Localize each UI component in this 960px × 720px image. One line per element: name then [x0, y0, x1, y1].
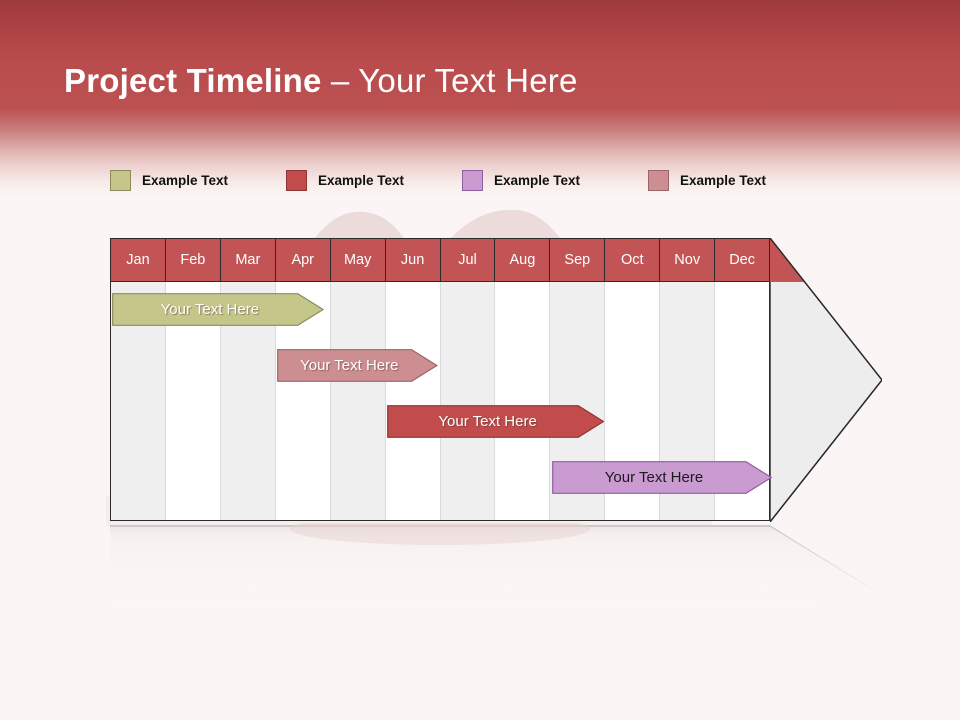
- task-bar-shape-3: [387, 405, 605, 438]
- timeline-arrowhead-icon: [770, 238, 882, 522]
- legend-item-1[interactable]: Example Text: [110, 168, 228, 192]
- grid-column-aug: [495, 282, 551, 520]
- legend-item-2[interactable]: Example Text: [286, 168, 404, 192]
- legend: Example Text Example Text Example Text Exam…: [110, 168, 810, 196]
- month-cell-jan[interactable]: Jan: [111, 239, 166, 281]
- page-title-regular: – Your Text Here: [321, 62, 578, 99]
- task-bar-shape-2: [277, 349, 438, 382]
- month-cell-nov[interactable]: Nov: [660, 239, 716, 281]
- legend-swatch-3: [462, 169, 483, 191]
- month-cell-jun[interactable]: Jun: [385, 239, 441, 281]
- task-bar-label-4: Your Text Here: [604, 469, 704, 486]
- month-cell-jul[interactable]: Jul: [440, 239, 496, 281]
- page-title-bold: Project Timeline: [64, 62, 322, 99]
- month-cell-aug[interactable]: Aug: [495, 239, 551, 281]
- grid-column-jun: [385, 282, 441, 520]
- month-cell-apr[interactable]: Apr: [275, 239, 331, 281]
- month-cell-may[interactable]: May: [330, 239, 386, 281]
- title-banner: [0, 0, 960, 196]
- task-bar-shape-1: [112, 293, 324, 326]
- legend-label-3: Example Text: [494, 172, 581, 188]
- task-bar-3[interactable]: Your Text Here: [387, 405, 605, 438]
- task-bar-label-2: Your Text Here: [300, 357, 399, 374]
- legend-swatch-2: [286, 169, 307, 191]
- chart-reflection: [110, 523, 882, 619]
- grid-column-may: [330, 282, 386, 520]
- legend-label-4: Example Text: [680, 172, 767, 188]
- task-bar-label-1: Your Text Here: [160, 301, 260, 318]
- task-bar-shape-4: [552, 461, 772, 494]
- legend-item-4[interactable]: Example Text: [648, 168, 766, 192]
- task-bar-1[interactable]: Your Text Here: [112, 293, 324, 326]
- task-bar-label-3: Your Text Here: [438, 413, 537, 430]
- legend-label-1: Example Text: [142, 172, 229, 188]
- legend-swatch-1: [110, 169, 131, 191]
- page-title: Project Timeline – Your Text Here: [64, 60, 578, 102]
- task-bar-4[interactable]: Your Text Here: [552, 461, 772, 494]
- month-cell-oct[interactable]: Oct: [605, 239, 661, 281]
- legend-label-2: Example Text: [318, 172, 405, 188]
- month-cell-mar[interactable]: Mar: [220, 239, 276, 281]
- month-cell-sep[interactable]: Sep: [550, 239, 606, 281]
- task-bar-2[interactable]: Your Text Here: [277, 349, 438, 382]
- legend-swatch-4: [648, 169, 669, 191]
- legend-item-3[interactable]: Example Text: [462, 168, 580, 192]
- month-cell-dec[interactable]: Dec: [715, 239, 770, 281]
- month-cell-feb[interactable]: Feb: [165, 239, 221, 281]
- grid-column-jul: [440, 282, 496, 520]
